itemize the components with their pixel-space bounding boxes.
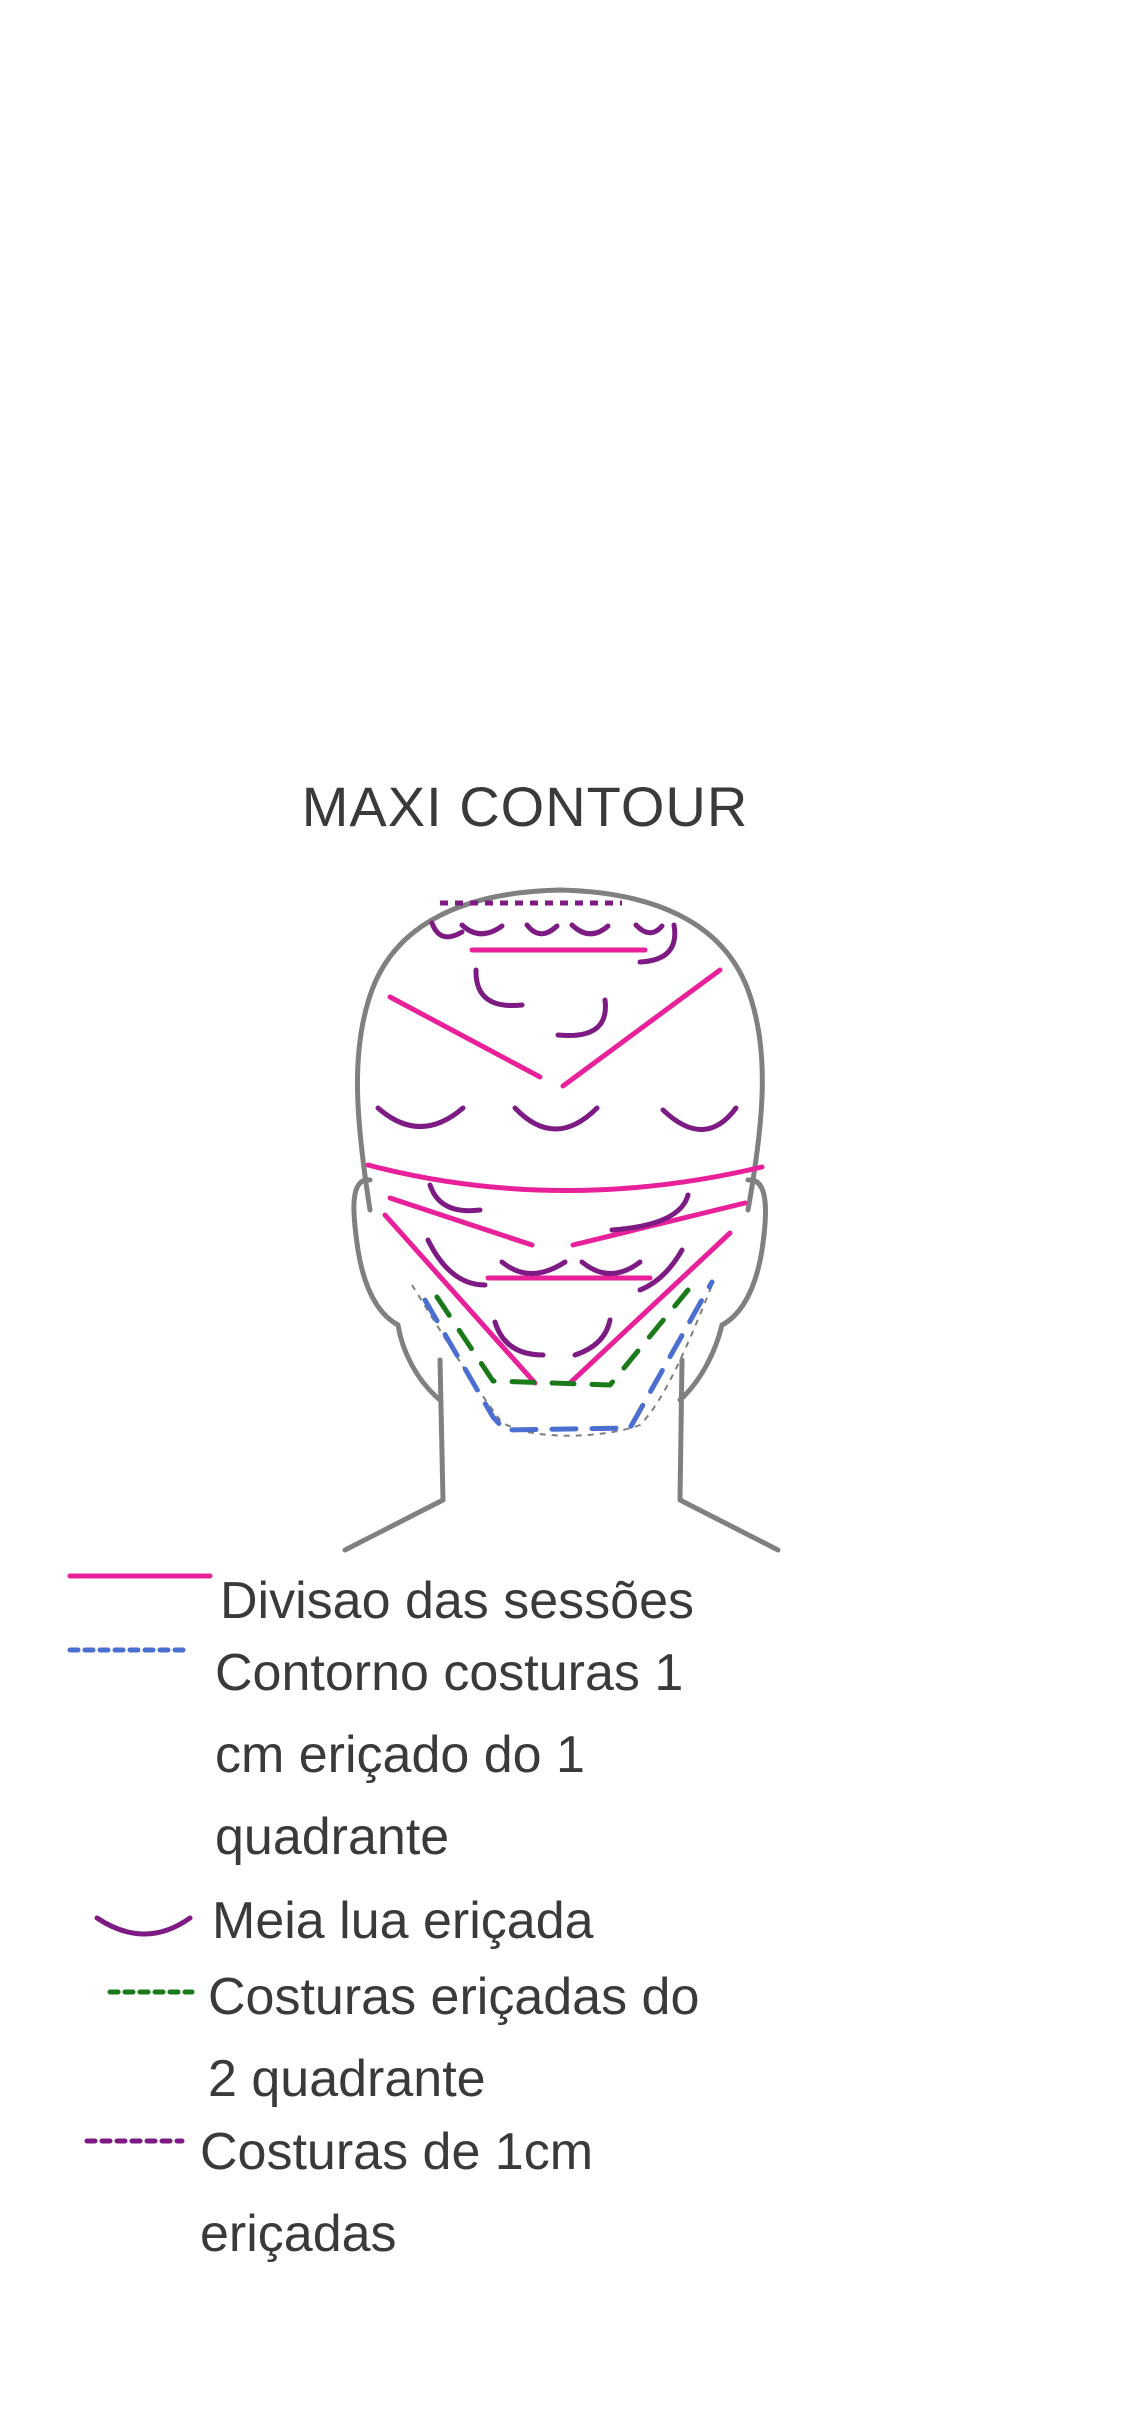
legend-label-one-cm-seams: Costuras de 1cm eriçadas	[200, 2123, 594, 2263]
legend-label-half-moon: Meia lua eriçada	[212, 1892, 594, 1950]
second-quadrant-seams	[434, 1287, 691, 1388]
diagram-title: MAXI CONTOUR	[301, 775, 749, 838]
legend-label-second-quadrant: Costuras eriçadas do 2 quadrante	[208, 1968, 700, 2108]
session-division-lines	[365, 947, 765, 1386]
right-ear	[719, 1177, 768, 1328]
left-jaw	[395, 1322, 443, 1403]
contour-seams-1cm	[422, 1279, 715, 1433]
half-moon-marks	[375, 920, 739, 1358]
right-jaw	[677, 1322, 725, 1403]
left-neck	[342, 1357, 446, 1553]
legend-symbol-half-moon	[94, 1915, 193, 1937]
left-ear	[351, 1177, 401, 1328]
legend-symbols	[67, 1573, 213, 2144]
skull-outline	[355, 887, 765, 1213]
right-neck	[677, 1357, 781, 1553]
legend-label-session-division: Divisao das sessões	[220, 1572, 694, 1630]
legend-label-contour-seams: Contorno costuras 1 cm eriçado do 1 quad…	[215, 1644, 684, 1866]
nape-thin-contour	[411, 1284, 713, 1437]
head-outline	[342, 887, 781, 1553]
